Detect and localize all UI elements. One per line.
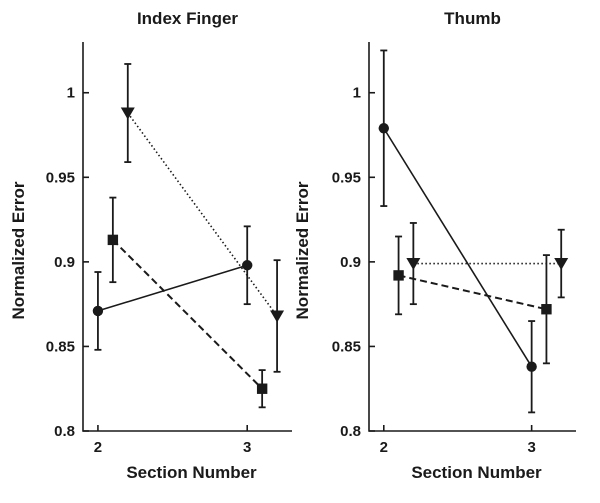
y-tick-label: 0.9: [54, 254, 75, 271]
y-axis-label: Normalized Error: [9, 181, 28, 319]
series-3: [120, 63, 285, 373]
x-tick-label: 2: [94, 439, 102, 456]
series-1: [92, 225, 253, 351]
series-line: [112, 239, 263, 390]
data-point-triangle: [270, 310, 285, 323]
data-point-triangle: [406, 258, 421, 271]
y-tick-label: 0.85: [46, 338, 75, 355]
y-tick-label: 1: [353, 85, 361, 102]
y-tick-label: 1: [67, 85, 75, 102]
data-point-triangle: [120, 107, 135, 120]
y-tick-label: 0.9: [340, 254, 361, 271]
y-tick-label: 0.85: [332, 338, 361, 355]
data-point-triangle: [554, 258, 569, 271]
series-3: [406, 222, 569, 306]
series-line: [97, 264, 248, 312]
data-point-circle: [242, 260, 253, 271]
x-tick-label: 3: [243, 439, 251, 456]
series-line: [398, 274, 547, 311]
series-2: [107, 196, 268, 409]
y-tick-label: 0.8: [340, 423, 361, 440]
data-point-square: [541, 304, 552, 315]
data-point-circle: [378, 123, 389, 134]
x-tick-label: 2: [380, 439, 388, 456]
series-1: [378, 49, 537, 414]
series-2: [393, 235, 552, 365]
series-line: [383, 127, 533, 368]
series-line: [127, 112, 278, 317]
x-axis-label: Section Number: [411, 463, 542, 482]
y-tick-label: 0.8: [54, 423, 75, 440]
data-point-circle: [526, 361, 537, 372]
x-tick-label: 3: [527, 439, 535, 456]
data-point-circle: [92, 305, 104, 317]
y-tick-label: 0.95: [46, 169, 75, 186]
x-axis-label: Section Number: [126, 463, 257, 482]
chart-title: Index Finger: [137, 9, 238, 28]
y-axis-label: Normalized Error: [293, 181, 312, 319]
chart-title: Thumb: [444, 9, 501, 28]
data-point-square: [256, 383, 268, 394]
y-tick-label: 0.95: [332, 169, 361, 186]
data-point-square: [107, 234, 119, 246]
data-point-square: [393, 270, 404, 281]
